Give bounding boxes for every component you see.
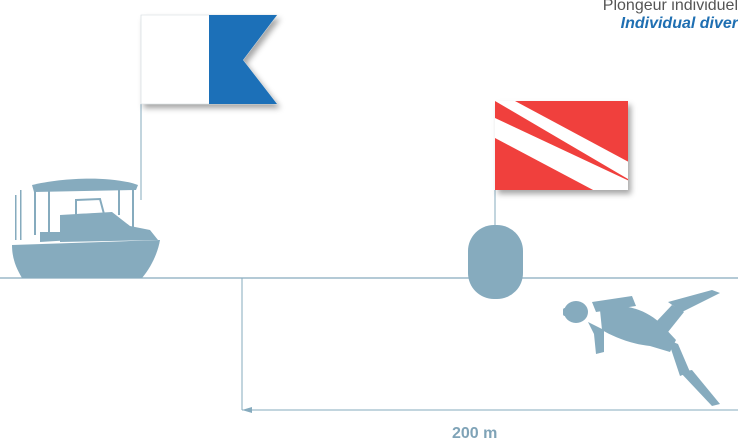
caption-english: Individual diver bbox=[620, 15, 738, 32]
caption-french: Plongeur individuel bbox=[602, 0, 738, 14]
diver bbox=[563, 290, 720, 406]
boat bbox=[12, 178, 160, 278]
surface-buoy bbox=[468, 225, 523, 299]
distance-label: 200 m bbox=[452, 425, 498, 442]
distance-indicator bbox=[241, 278, 738, 413]
diver-flag bbox=[495, 101, 628, 190]
alpha-flag bbox=[140, 14, 278, 105]
